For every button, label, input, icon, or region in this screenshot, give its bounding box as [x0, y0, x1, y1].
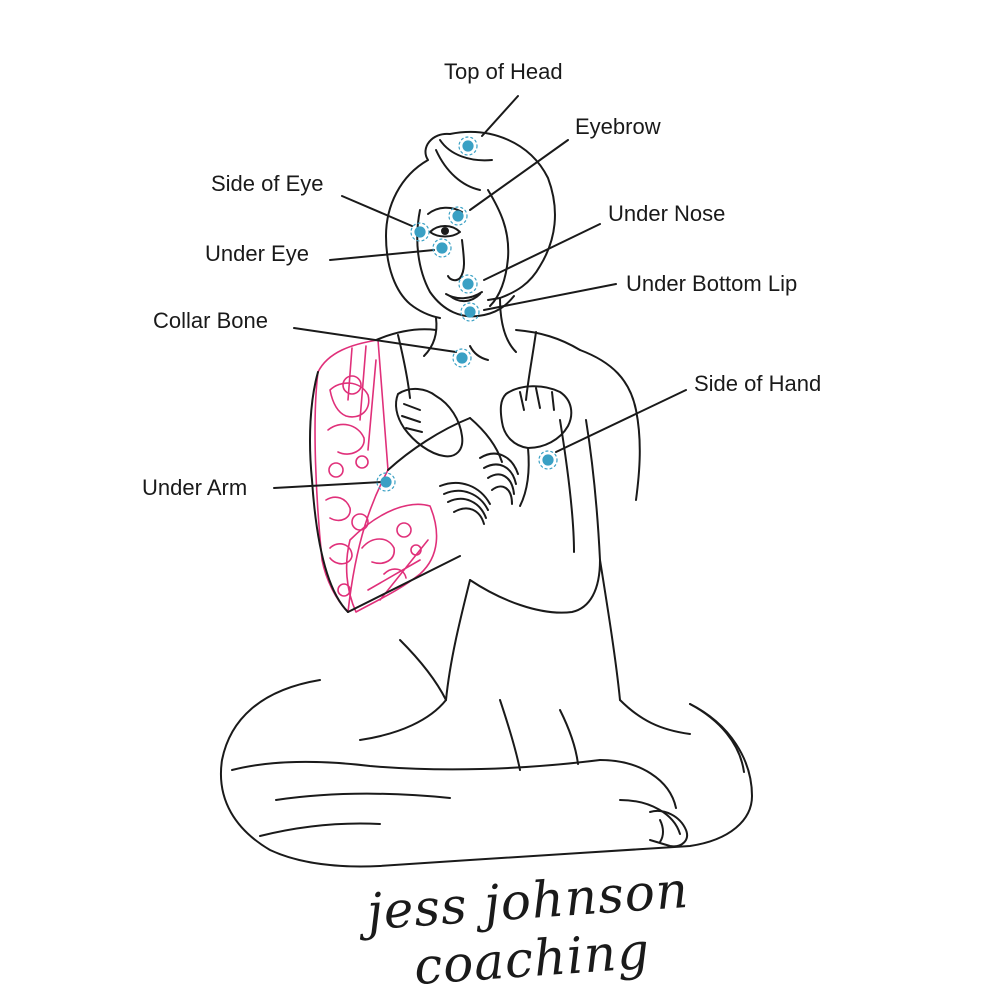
- tapping-points: [377, 137, 557, 491]
- tap-point-under-eye: [433, 239, 451, 257]
- tap-point-under-nose: [459, 275, 477, 293]
- tap-point-side-of-hand: [539, 451, 557, 469]
- tap-point-side-of-eye: [411, 223, 429, 241]
- leader-lines: [274, 96, 686, 488]
- tap-point-collar-bone: [453, 349, 471, 367]
- label-top-of-head: Top of Head: [444, 61, 563, 83]
- floral-tattoo-sleeve: [315, 340, 437, 612]
- label-side-of-hand: Side of Hand: [694, 373, 821, 395]
- label-eyebrow: Eyebrow: [575, 116, 661, 138]
- label-under-bottom-lip: Under Bottom Lip: [626, 273, 797, 295]
- label-under-arm: Under Arm: [142, 477, 247, 499]
- label-side-of-eye: Side of Eye: [211, 173, 324, 195]
- label-under-eye: Under Eye: [205, 243, 309, 265]
- label-under-nose: Under Nose: [608, 203, 725, 225]
- right-hand: [501, 386, 571, 448]
- label-collar-bone: Collar Bone: [153, 310, 268, 332]
- tap-point-top-of-head: [459, 137, 477, 155]
- left-hand: [396, 389, 462, 456]
- crossed-legs: [221, 680, 752, 866]
- tap-point-under-bottom-lip: [461, 303, 479, 321]
- wrist-bands: [440, 454, 518, 524]
